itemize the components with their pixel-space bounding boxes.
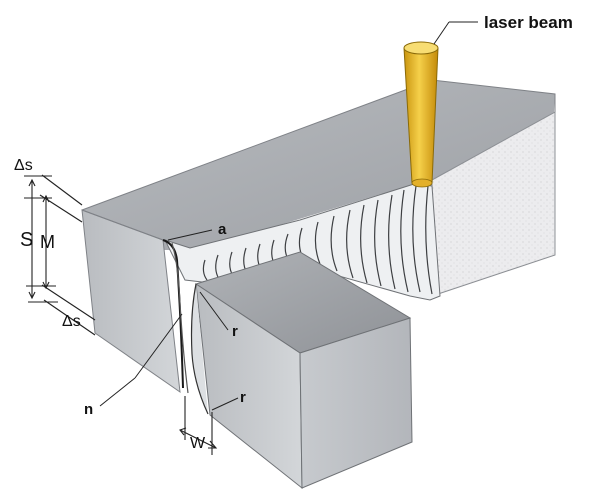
label-r-upper: r <box>232 323 238 340</box>
weld-seam <box>164 183 441 301</box>
base-block <box>81 79 556 394</box>
label-m: M <box>40 232 55 252</box>
weld-bead <box>164 183 441 301</box>
w-dimension <box>179 396 218 455</box>
stem-block-front-face <box>299 317 413 489</box>
laser-beam <box>403 41 439 188</box>
label-s: S <box>20 229 33 251</box>
label-a: a <box>218 221 227 238</box>
label-r-lower: r <box>240 389 246 406</box>
weld-root <box>162 239 209 415</box>
label-w: W <box>190 435 206 452</box>
laser-beam-top <box>403 41 439 55</box>
dimension-lines <box>24 174 96 336</box>
label-delta-s-top: Δs <box>14 157 33 174</box>
label-n: n <box>84 401 93 418</box>
label-laser-beam: laser beam <box>484 13 573 32</box>
leader-lines <box>99 21 478 411</box>
base-block-top-face <box>82 80 555 250</box>
label-delta-s-bottom: Δs <box>62 313 81 330</box>
stem-block <box>194 251 413 490</box>
